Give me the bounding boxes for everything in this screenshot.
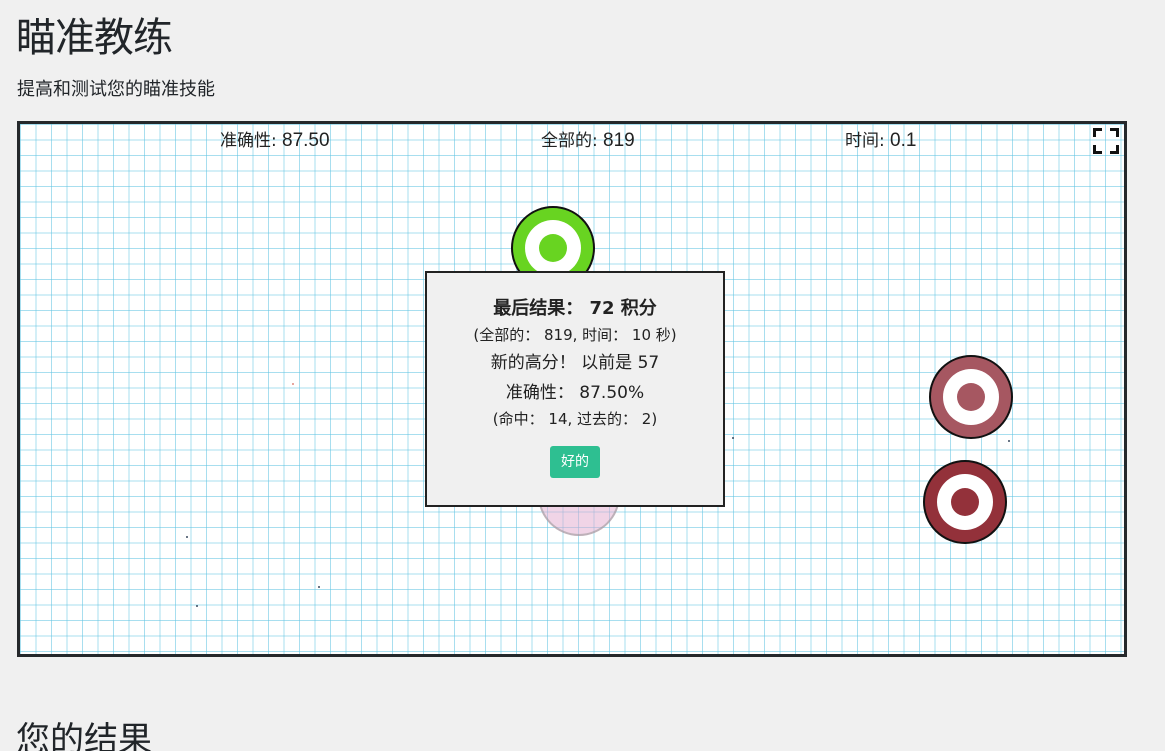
final-score: 最后结果： 72 积分 (493, 298, 657, 319)
hits-summary: (命中： 14, 过去的： 2) (492, 410, 658, 428)
speck (186, 536, 188, 538)
target-bullseye (957, 383, 985, 411)
target-ring (943, 369, 999, 425)
speck (318, 586, 320, 588)
accuracy-label: 准确性: (220, 131, 277, 151)
target-ring (937, 474, 993, 530)
highscore-message: 新的高分！ 以前是 57 (490, 353, 660, 373)
target-maroon[interactable] (923, 460, 1007, 544)
time-stat: 时间: 0.1 (845, 130, 916, 152)
page-subtitle: 提高和测试您的瞄准技能 (17, 79, 215, 100)
accuracy-value: 87.50 (282, 130, 330, 151)
results-heading: 您的结果 (16, 720, 152, 751)
time-label: 时间: (845, 131, 885, 151)
fullscreen-icon[interactable] (1093, 128, 1119, 154)
target-ring (525, 220, 581, 276)
ok-button[interactable]: 好的 (550, 446, 600, 478)
game-area[interactable]: 准确性: 87.50 全部的: 819 时间: 0.1 最后结果： 72 积分 … (17, 121, 1127, 657)
speck (292, 383, 294, 385)
speck (196, 605, 198, 607)
target-rose[interactable] (929, 355, 1013, 439)
score-summary: (全部的： 819, 时间： 10 秒) (473, 326, 677, 344)
total-value: 819 (603, 130, 635, 151)
total-stat: 全部的: 819 (541, 130, 635, 152)
result-dialog: 最后结果： 72 积分 (全部的： 819, 时间： 10 秒) 新的高分！ 以… (425, 271, 725, 507)
time-value: 0.1 (890, 130, 917, 151)
total-label: 全部的: (541, 131, 598, 151)
speck (732, 437, 734, 439)
page-title: 瞄准教练 (16, 15, 173, 61)
result-accuracy: 准确性： 87.50% (505, 383, 645, 403)
target-bullseye (951, 488, 979, 516)
target-bullseye (539, 234, 567, 262)
accuracy-stat: 准确性: 87.50 (220, 130, 330, 152)
speck (1008, 440, 1010, 442)
